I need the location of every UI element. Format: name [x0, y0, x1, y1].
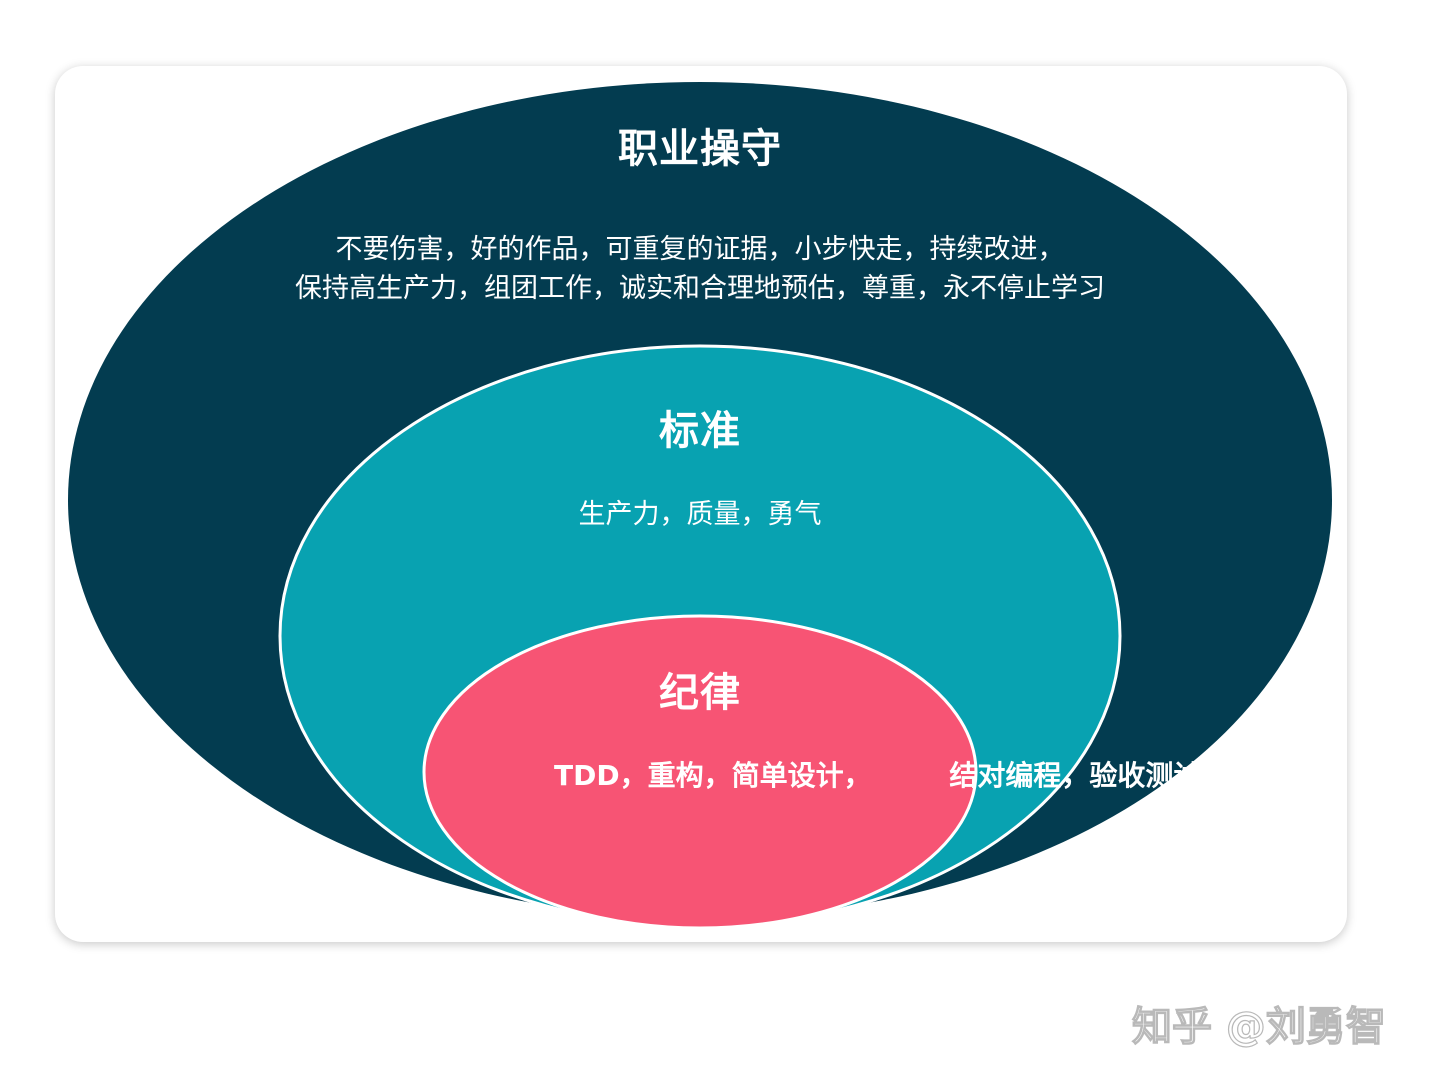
inner-title: 纪律 — [659, 670, 741, 716]
outer-body: 不要伤害，好的作品，可重复的证据，小步快走，持续改进， 保持高生产力，组团工作，… — [200, 230, 1200, 308]
outer-body-line-2: 保持高生产力，组团工作，诚实和合理地预估，尊重，永不停止学习 — [295, 273, 1105, 304]
outer-body-line-1: 不要伤害，好的作品，可重复的证据，小步快走，持续改进， — [335, 234, 1065, 265]
middle-body-line-1: 生产力，质量，勇气 — [578, 499, 822, 530]
inner-body-line-1: TDD，重构，简单设计， — [554, 759, 872, 792]
inner-ellipse — [422, 614, 978, 930]
middle-body: 生产力，质量，勇气 — [450, 495, 950, 534]
middle-title: 标准 — [659, 408, 741, 454]
watermark: 知乎 @刘勇智 — [1131, 1003, 1386, 1050]
inner-body-line-2: 结对编程，验收测试 — [949, 759, 1202, 792]
outer-title: 职业操守 — [618, 126, 782, 172]
inner-body: TDD，重构，简单设计， 结对编程，验收测试 — [520, 757, 1201, 795]
